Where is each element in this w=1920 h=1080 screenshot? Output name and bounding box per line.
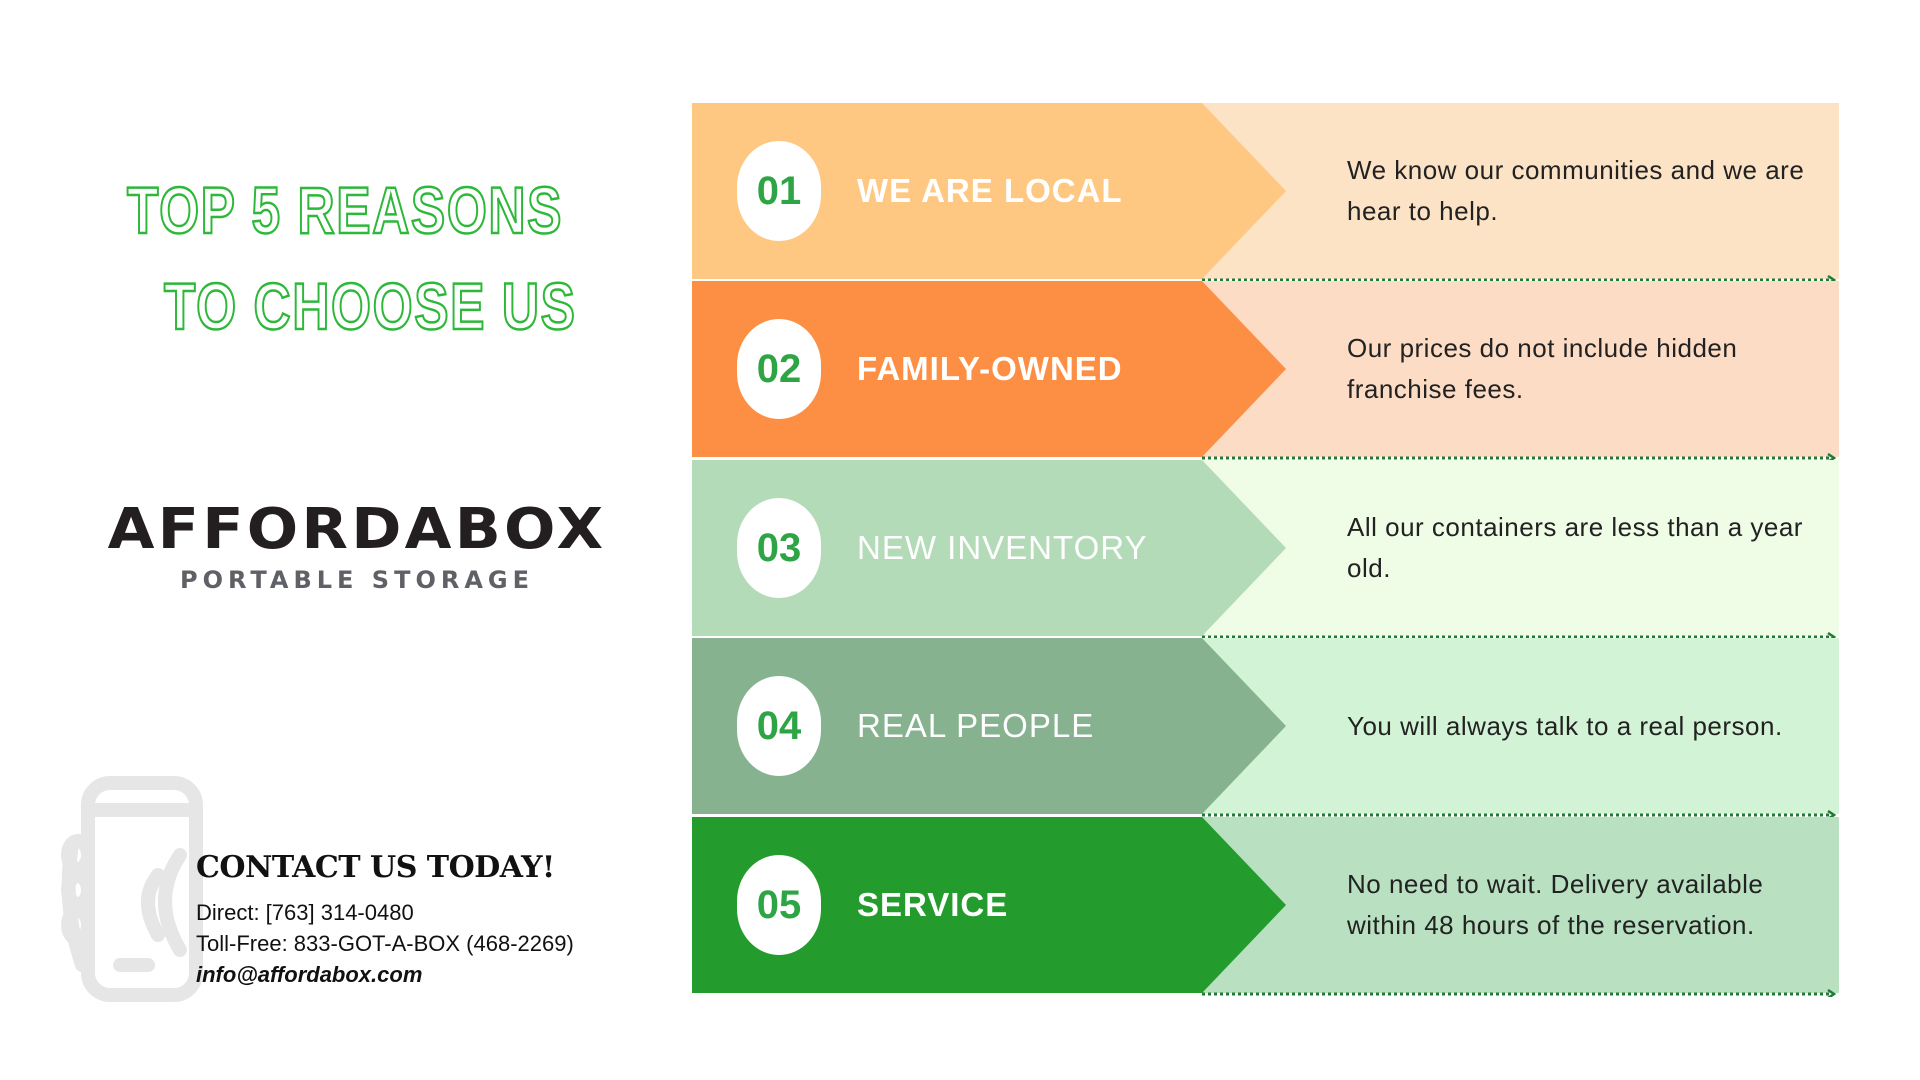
reason-arrow-shape [692, 281, 1286, 457]
reason-label: NEW INVENTORY [857, 529, 1148, 566]
contact-block: CONTACT US TODAY! Direct: [763] 314-0480… [196, 850, 574, 990]
reason-row: 01 WE ARE LOCAL We know our communities … [692, 103, 1839, 283]
affordabox-logo: AFFORDABOX PORTABLE STORAGE [82, 500, 632, 595]
logo-tagline: PORTABLE STORAGE [179, 566, 535, 594]
reason-label: SERVICE [857, 886, 1009, 923]
title-line-1: TOP 5 REASONS [126, 172, 564, 249]
reason-description: Our prices do not include hidden franchi… [1347, 333, 1738, 404]
reason-label: WE ARE LOCAL [857, 172, 1123, 209]
reason-arrow-shape [692, 638, 1286, 814]
dotted-arrow-divider [1202, 989, 1837, 997]
reason-row: 03 NEW INVENTORY All our containers are … [692, 460, 1839, 640]
reason-row: 05 SERVICE No need to wait. Delivery ava… [692, 817, 1839, 997]
reason-arrow-shape [692, 460, 1286, 636]
phone-in-hand-icon [61, 776, 203, 1002]
reason-number-badge: 02 [737, 319, 821, 419]
reason-number-badge: 01 [737, 141, 821, 241]
reason-label: REAL PEOPLE [857, 707, 1095, 744]
reason-number-badge: 03 [737, 498, 821, 598]
reason-description: You will always talk to a real person. [1347, 710, 1783, 741]
reason-description: We know our communities and we are hear … [1347, 155, 1805, 226]
reason-description: No need to wait. Delivery available with… [1347, 869, 1764, 940]
title-line-2: TO CHOOSE US [163, 268, 577, 345]
reason-number-badge: 05 [737, 855, 821, 955]
reason-number-badge: 04 [737, 676, 821, 776]
direct-phone[interactable]: Direct: [763] 314-0480 [196, 900, 414, 925]
reason-arrow-shape [692, 103, 1286, 279]
contact-heading: CONTACT US TODAY! [196, 850, 555, 885]
logo-name: AFFORDABOX [107, 497, 607, 562]
reason-row: 04 REAL PEOPLE You will always talk to a… [692, 638, 1839, 818]
reason-description: All our containers are less than a year … [1347, 512, 1803, 583]
reason-row: 02 FAMILY-OWNED Our prices do not includ… [692, 281, 1839, 461]
reason-label: FAMILY-OWNED [857, 350, 1123, 387]
email-link[interactable]: info@affordabox.com [196, 962, 423, 987]
reason-arrow-shape [692, 817, 1286, 993]
toll-free-phone[interactable]: Toll-Free: 833-GOT-A-BOX (468-2269) [196, 931, 574, 956]
